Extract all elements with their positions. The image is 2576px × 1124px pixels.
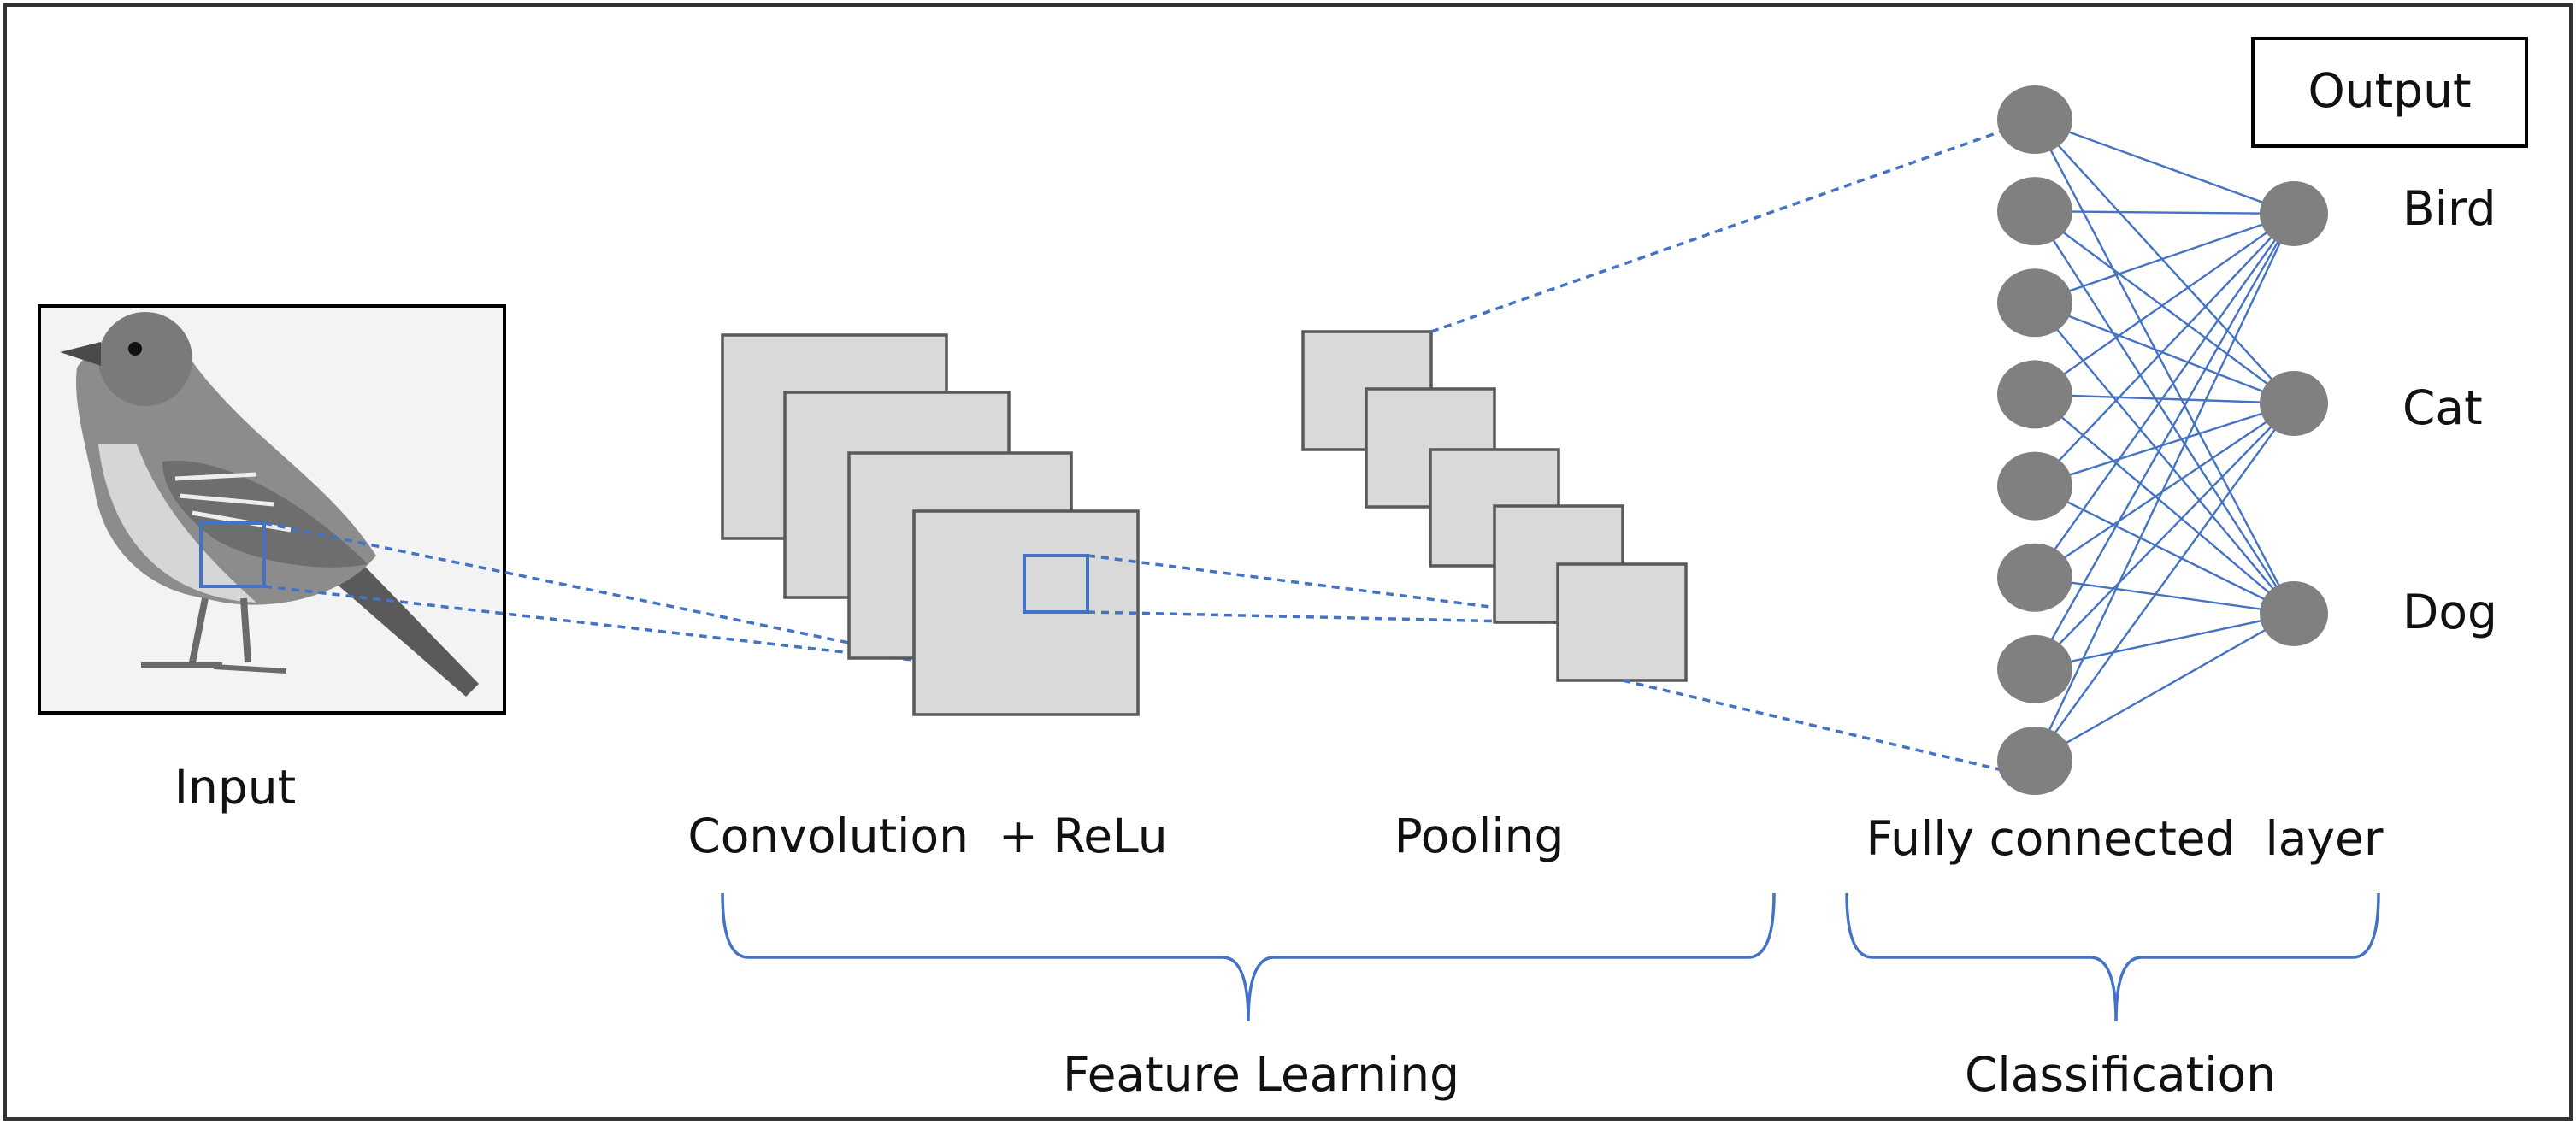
hidden-node <box>1997 177 2072 246</box>
fc-connection <box>2034 209 2295 215</box>
fc-connection <box>2034 402 2295 487</box>
hidden-node <box>1997 360 2072 429</box>
fc-connection <box>2034 213 2295 579</box>
fc-connection <box>2034 403 2295 579</box>
output-header-label: Output <box>2308 63 2471 118</box>
feature-learning-brace <box>721 892 1776 1022</box>
fc-connection <box>2034 393 2295 405</box>
output-node <box>2260 581 2328 646</box>
fully-connected-label: Fully connected layer <box>1866 811 2383 866</box>
hidden-node <box>1997 727 2072 795</box>
fc-connection <box>2033 213 2296 762</box>
fc-connection <box>2034 118 2295 215</box>
fc-connection <box>2034 403 2295 762</box>
output-node <box>2260 371 2328 436</box>
fc-connection <box>2034 612 2295 762</box>
input-receptive-field <box>199 521 266 588</box>
input-label: Input <box>174 760 296 815</box>
pooling-feature-maps <box>1301 330 1688 682</box>
outer-frame <box>3 3 2573 1121</box>
fc-connection <box>2034 576 2295 615</box>
hidden-node <box>1997 451 2072 521</box>
classification-label: Classification <box>1965 1047 2276 1102</box>
fc-connection <box>2034 213 2295 396</box>
fc-connection <box>2034 302 2295 405</box>
pooling-label: Pooling <box>1394 809 1565 863</box>
output-label-cat: Cat <box>2402 380 2483 435</box>
conv-receptive-field <box>1023 554 1089 614</box>
output-node <box>2260 181 2328 246</box>
hidden-node <box>1997 268 2072 338</box>
fc-connection <box>2034 393 2295 615</box>
fc-connection <box>2034 403 2295 670</box>
bird-illustration <box>60 312 479 697</box>
convolution-label: Convolution + ReLu <box>687 809 1167 863</box>
fc-connections <box>2033 118 2296 762</box>
input-image <box>38 304 506 715</box>
hidden-node <box>1997 634 2072 703</box>
fc-connection <box>2033 213 2296 670</box>
fc-connection <box>2034 612 2295 671</box>
fc-connection <box>2034 119 2295 404</box>
convolution-feature-maps <box>721 333 1140 716</box>
output-label-bird: Bird <box>2402 181 2496 236</box>
fc-connection <box>2034 212 2295 304</box>
fc-connection <box>2034 302 2295 615</box>
fc-connection <box>2033 119 2296 615</box>
classification-brace <box>1845 892 2380 1022</box>
hidden-node <box>1997 85 2072 154</box>
feature-learning-label: Feature Learning <box>1063 1047 1459 1102</box>
output-header-box <box>2251 37 2528 148</box>
fc-connection <box>2034 485 2295 615</box>
hidden-node <box>1997 543 2072 612</box>
output-label-dog: Dog <box>2402 585 2497 639</box>
fc-nodes <box>1997 85 2328 795</box>
fc-connection <box>2034 213 2295 487</box>
fc-connection <box>2033 210 2296 615</box>
fc-connection <box>2034 210 2295 404</box>
